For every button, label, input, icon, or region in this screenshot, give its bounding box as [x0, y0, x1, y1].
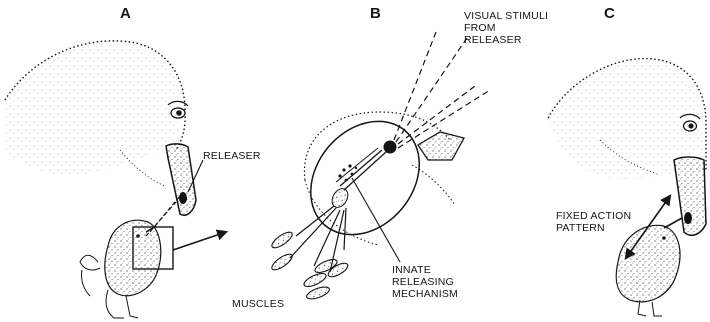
panel-b-eye — [384, 141, 397, 154]
fixed-action-line-2: PATTERN — [556, 222, 631, 234]
irm-pointer-line — [352, 178, 400, 262]
irm-line-3: MECHANISM — [392, 288, 458, 300]
fixed-action-pattern-label: FIXED ACTION PATTERN — [556, 210, 631, 234]
fixed-action-line-1: FIXED ACTION — [556, 210, 631, 222]
irm-line-1: INNATE — [392, 264, 458, 276]
visual-stimuli-line-2: FROM — [464, 22, 548, 34]
visual-stimuli-line-3: RELEASER — [464, 34, 548, 46]
muscles-label: MUSCLES — [232, 298, 284, 310]
panel-b-motor-nerves — [290, 206, 346, 272]
panel-a-beak-spot — [179, 192, 187, 204]
panel-b-neural-pathway — [329, 148, 386, 210]
panel-c-gull-beak — [674, 157, 706, 235]
panel-a-illustration — [5, 41, 226, 318]
visual-stimuli-lines — [394, 32, 490, 148]
visual-stimuli-line-1: VISUAL STIMULI — [464, 10, 548, 22]
panel-a-gull-beak — [166, 144, 196, 215]
panel-b-illustration — [270, 32, 490, 301]
innate-releasing-mechanism-label: INNATE RELEASING MECHANISM — [392, 264, 458, 300]
panel-letter-a: A — [120, 8, 131, 20]
panel-b-nervous-system-oval — [288, 100, 441, 257]
releaser-label: RELEASER — [203, 150, 261, 162]
panel-b-head-outline — [304, 112, 455, 245]
irm-line-2: RELEASING — [392, 276, 458, 288]
panel-c-beak-spot — [684, 212, 692, 224]
panel-b-beak — [418, 132, 464, 160]
panel-a-zoom-arrow — [173, 232, 226, 250]
panel-letter-c: C — [604, 8, 615, 20]
panel-letter-b: B — [370, 8, 381, 20]
panel-c-illustration — [548, 59, 706, 316]
visual-stimuli-label: VISUAL STIMULI FROM RELEASER — [464, 10, 548, 46]
panel-a-gull-head — [5, 41, 185, 186]
